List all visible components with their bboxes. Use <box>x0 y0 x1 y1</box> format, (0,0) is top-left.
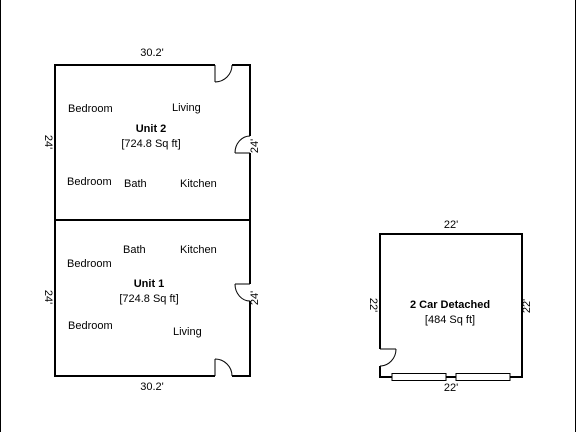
unit-2-bedroom-bottom-label: Bedroom <box>67 176 112 188</box>
unit-1-bath-label: Bath <box>123 244 146 256</box>
garage-left-dim: 22' <box>367 298 379 312</box>
garage: 22' 22' 22' 22' 2 Car Detached [484 Sq f… <box>367 219 533 394</box>
unit-2-area: [724.8 Sq ft] <box>121 138 180 150</box>
unit-2-left-dim: 24' <box>42 135 54 149</box>
unit-2: 30.2' 24' 24' Bedroom Living Unit 2 [724… <box>42 47 261 221</box>
unit-2-top-door-swing-icon <box>214 64 233 83</box>
unit-2-living-label: Living <box>172 102 201 114</box>
unit-1-right-dim: 24' <box>249 291 261 305</box>
garage-title: 2 Car Detached <box>410 299 490 311</box>
unit-2-right-dim: 24' <box>249 139 261 153</box>
unit-1-bottom-door-swing-icon <box>214 358 233 377</box>
unit-1: 24' 24' 30.2' Bath Kitchen Bedroom Unit … <box>42 219 261 393</box>
unit-1-title: Unit 1 <box>134 278 165 290</box>
garage-walls <box>379 233 523 378</box>
unit-1-bedroom-bottom-label: Bedroom <box>68 320 113 332</box>
unit-1-width-dim: 30.2' <box>140 381 164 393</box>
garage-door-right <box>455 373 511 381</box>
unit-2-width-dim: 30.2' <box>140 47 164 59</box>
unit-1-left-dim: 24' <box>42 290 54 304</box>
unit-1-area: [724.8 Sq ft] <box>119 293 178 305</box>
unit-2-bath-label: Bath <box>124 178 147 190</box>
unit-1-right-door-swing-icon <box>234 283 251 302</box>
garage-bottom-dim: 22' <box>444 382 458 394</box>
unit-2-kitchen-label: Kitchen <box>180 178 217 190</box>
unit-1-living-label: Living <box>173 326 202 338</box>
garage-door-left <box>391 373 447 381</box>
garage-top-dim: 22' <box>444 219 458 231</box>
garage-area: [484 Sq ft] <box>425 314 475 326</box>
unit-2-bedroom-top-label: Bedroom <box>68 103 113 115</box>
garage-right-dim: 22' <box>521 299 533 313</box>
unit-2-right-door-swing-icon <box>234 135 251 154</box>
garage-side-door-swing-icon <box>379 348 397 367</box>
unit-1-bedroom-top-label: Bedroom <box>67 258 112 270</box>
unit-2-title: Unit 2 <box>136 123 167 135</box>
unit-1-kitchen-label: Kitchen <box>180 244 217 256</box>
